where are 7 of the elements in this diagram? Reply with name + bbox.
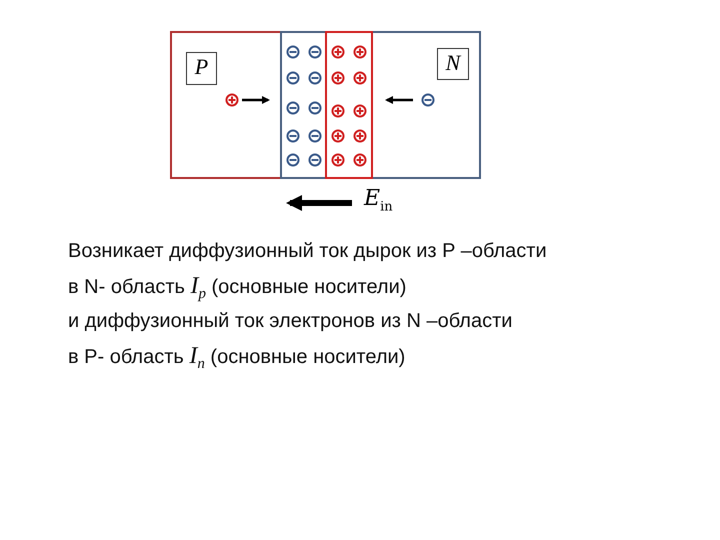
text-line: в P- область I$_{n}$ (основные носители) xyxy=(68,343,406,373)
text-line: и диффузионный ток электронов из N –области xyxy=(68,310,512,333)
text-line: в N- область I$_{p}$ (основные носители) xyxy=(68,273,406,303)
p-region-label: P xyxy=(186,52,217,85)
n-region-label: N xyxy=(437,48,469,80)
text-line: Возникает диффузионный ток дырок из P –области xyxy=(68,240,547,263)
field-label: E$_{in}$ xyxy=(364,186,393,214)
